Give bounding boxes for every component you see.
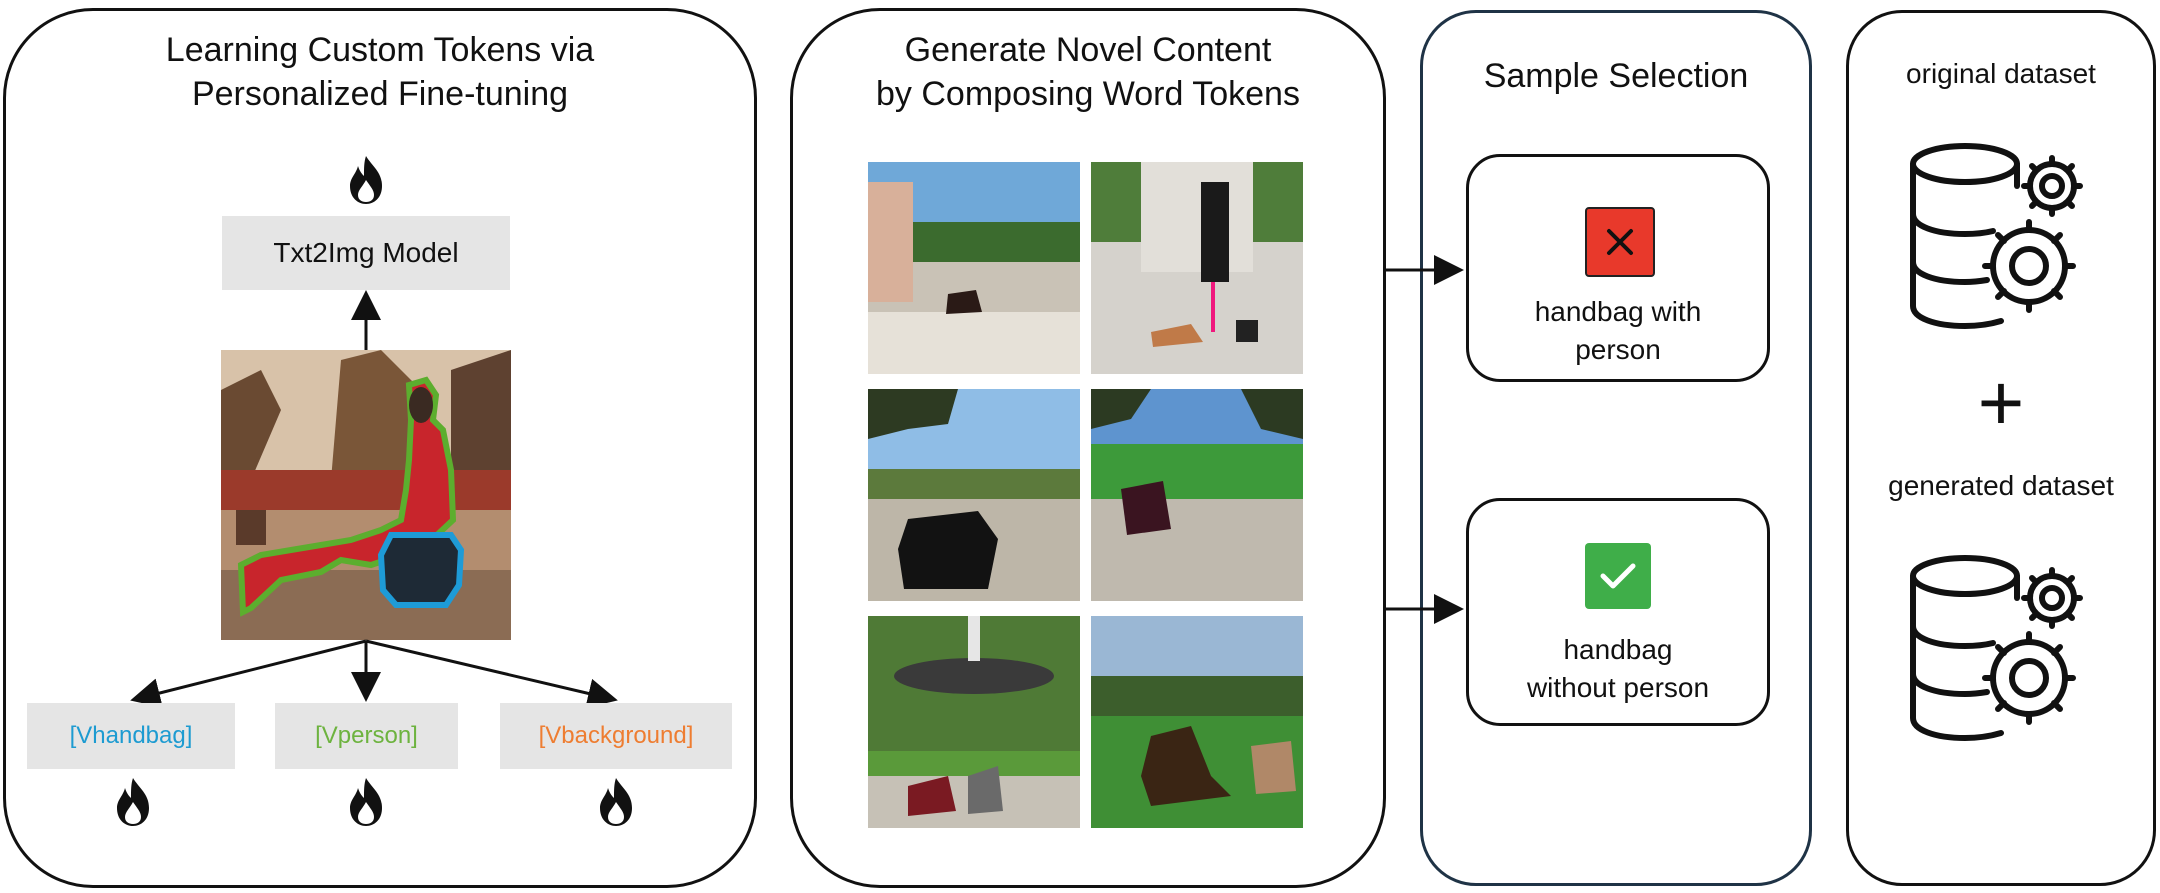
reject-sample-box: handbag with person xyxy=(1466,154,1770,382)
flame-icon xyxy=(600,778,632,826)
token-vhandbag: [Vhandbag] xyxy=(27,703,235,769)
plus-sign: + xyxy=(1977,358,2025,447)
panel-title-generate: Generate Novel Content by Composing Word… xyxy=(790,28,1386,116)
reject-label-line-1: handbag with xyxy=(1534,296,1702,327)
accept-sample-box: handbag without person xyxy=(1466,498,1770,726)
panel-datasets xyxy=(1846,10,2156,886)
flame-icon xyxy=(350,156,382,204)
flame-icon xyxy=(350,778,382,826)
token-vbackground: [Vbackground] xyxy=(500,703,732,769)
generated-image-5 xyxy=(868,616,1080,828)
token-vbackground-label: [Vbackground] xyxy=(538,722,694,749)
title-line-1: Generate Novel Content xyxy=(904,31,1272,69)
generated-image-4 xyxy=(1091,389,1303,601)
reject-label-line-2: person xyxy=(1575,334,1661,365)
database-gear-icon xyxy=(1910,555,2083,742)
panel-title-custom-tokens: Learning Custom Tokens via Personalized … xyxy=(3,28,757,116)
x-icon xyxy=(1585,207,1655,277)
panel-title-selection: Sample Selection xyxy=(1483,57,1749,95)
original-dataset-label: original dataset xyxy=(1906,58,2096,89)
panel-sample-selection xyxy=(1420,10,1812,886)
database-gear-icon xyxy=(1910,143,2083,330)
flame-icon xyxy=(117,778,149,826)
generated-image-1 xyxy=(868,162,1080,374)
title-line-2: Personalized Fine-tuning xyxy=(191,75,569,113)
title-line-2: by Composing Word Tokens xyxy=(876,75,1300,113)
accept-label-line-1: handbag xyxy=(1563,634,1673,665)
generated-dataset-label: generated dataset xyxy=(1888,470,2114,501)
check-icon xyxy=(1585,543,1651,609)
token-vperson-label: [Vperson] xyxy=(315,722,418,749)
generated-image-2 xyxy=(1091,162,1303,374)
txt2img-model-box: Txt2Img Model xyxy=(222,216,510,290)
model-label: Txt2Img Model xyxy=(273,237,459,268)
generated-image-3 xyxy=(868,389,1080,601)
generated-image-6 xyxy=(1091,616,1303,828)
training-photo xyxy=(221,350,511,640)
token-vhandbag-label: [Vhandbag] xyxy=(69,722,193,749)
title-line-1: Learning Custom Tokens via xyxy=(165,31,595,69)
accept-label-line-2: without person xyxy=(1526,672,1710,703)
token-vperson: [Vperson] xyxy=(275,703,458,769)
